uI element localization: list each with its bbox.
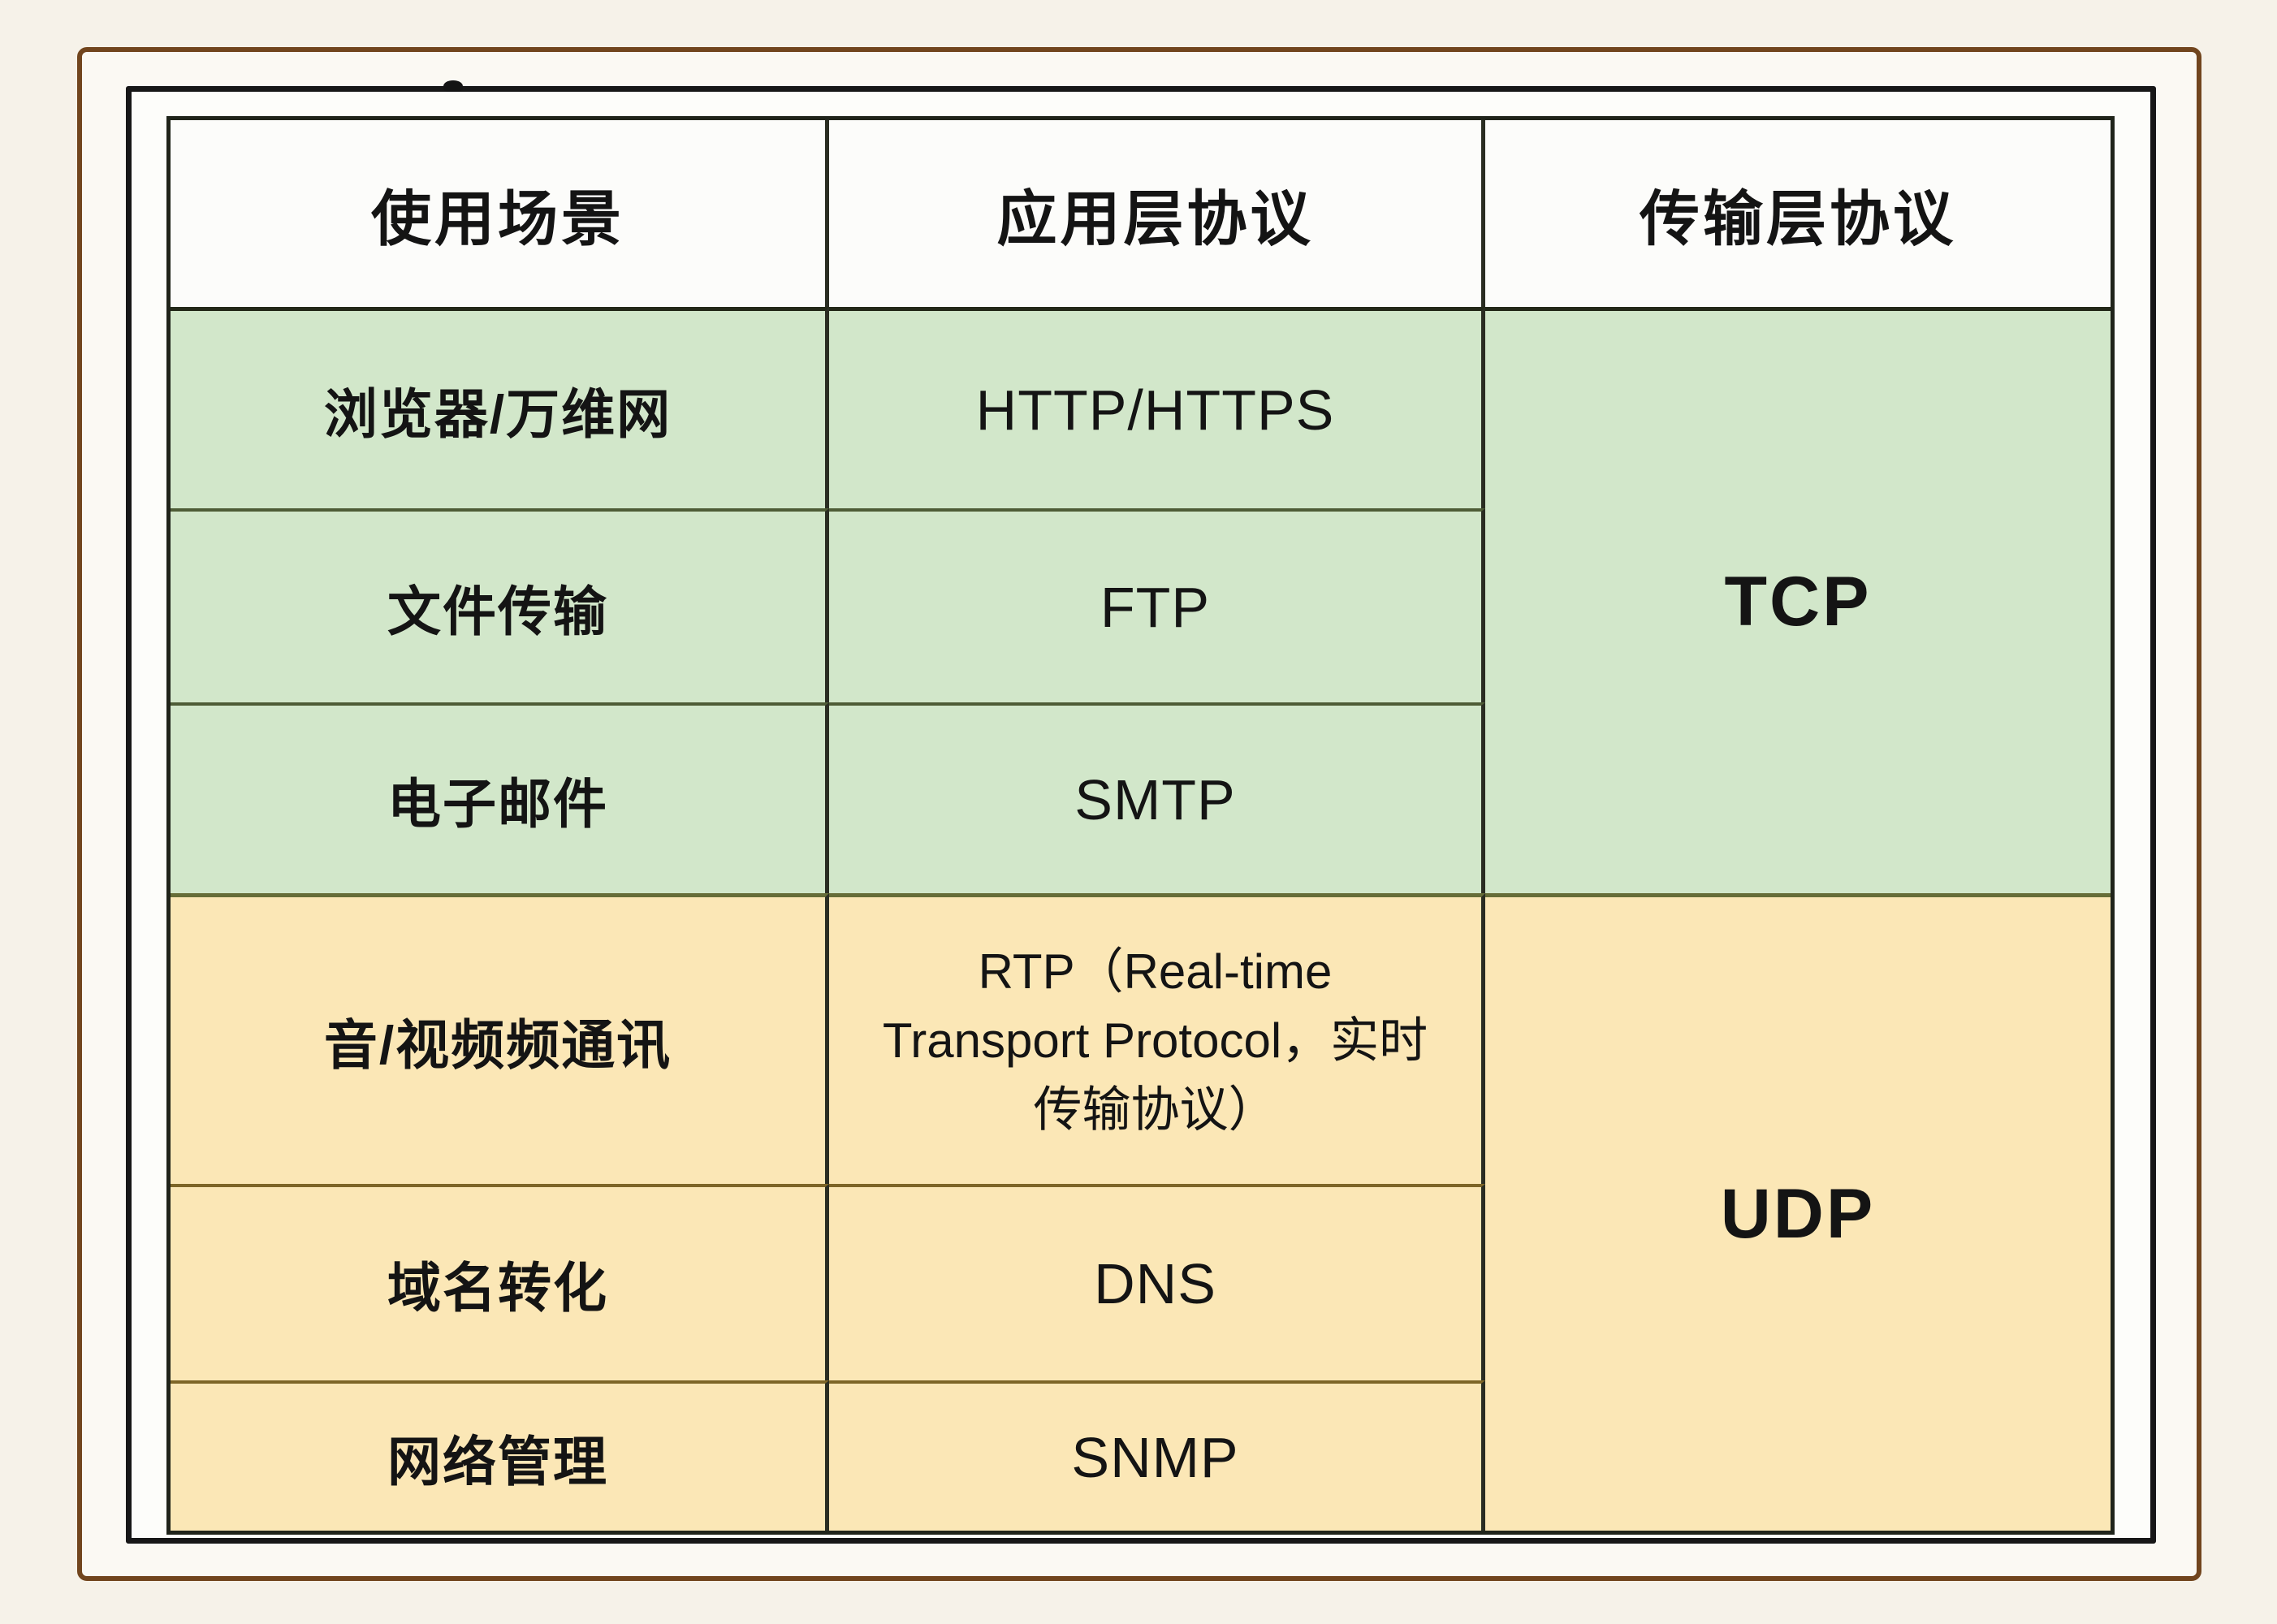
udp-label: UDP (1720, 1174, 1876, 1253)
table-row-scenario-domain-resolution: 域名转化 (171, 1184, 829, 1380)
protocol-label: DNS (1094, 1252, 1216, 1315)
table-row-scenario-file-transfer: 文件传输 (171, 508, 829, 702)
table-row-scenario-av-communication: 音/视频频通讯 (171, 893, 829, 1184)
scenario-label: 网络管理 (387, 1431, 608, 1492)
ink-speck-artifact (443, 80, 463, 92)
rtp-line-1: RTP（Real-time (978, 944, 1333, 999)
table-row-protocol-smtp: SMTP (829, 702, 1485, 893)
protocol-label: SMTP (1074, 767, 1236, 831)
header-cell-application-protocol: 应用层协议 (829, 120, 1485, 307)
table-row-protocol-snmp: SNMP (829, 1380, 1485, 1531)
scenario-label: 音/视频频通讯 (323, 1014, 672, 1075)
scenario-label: 电子邮件 (387, 773, 608, 834)
protocol-comparison-table: 使用场景 应用层协议 传输层协议 浏览器/万维网 HTTP/HTTPS TCP … (166, 116, 2115, 1535)
scenario-label: 文件传输 (387, 581, 608, 641)
header-label: 使用场景 (371, 184, 624, 253)
udp-merged-cell: UDP (1485, 893, 2111, 1531)
table-row-scenario-email: 电子邮件 (171, 702, 829, 893)
header-label: 传输层协议 (1640, 184, 1956, 253)
rtp-line-3: 传输协议） (1033, 1082, 1277, 1138)
header-cell-transport-protocol: 传输层协议 (1485, 120, 2111, 307)
table-row-protocol-http-https: HTTP/HTTPS (829, 307, 1485, 508)
tcp-label: TCP (1724, 563, 1872, 641)
table-row-protocol-dns: DNS (829, 1184, 1485, 1380)
protocol-label: HTTP/HTTPS (975, 378, 1335, 442)
scenario-label: 浏览器/万维网 (323, 383, 672, 444)
protocol-label: FTP (1100, 575, 1211, 639)
table-row-protocol-rtp: RTP（Real-time Transport Protocol，实时 传输协议… (829, 893, 1485, 1184)
rtp-line-2: Transport Protocol，实时 (882, 1013, 1428, 1068)
protocol-label: SNMP (1071, 1425, 1239, 1489)
table-row-protocol-ftp: FTP (829, 508, 1485, 702)
tcp-merged-cell: TCP (1485, 307, 2111, 893)
table-row-scenario-browser-www: 浏览器/万维网 (171, 307, 829, 508)
header-label: 应用层协议 (996, 184, 1314, 253)
header-cell-usage-scenario: 使用场景 (171, 120, 829, 307)
table-row-scenario-network-management: 网络管理 (171, 1380, 829, 1531)
scenario-label: 域名转化 (387, 1258, 608, 1318)
